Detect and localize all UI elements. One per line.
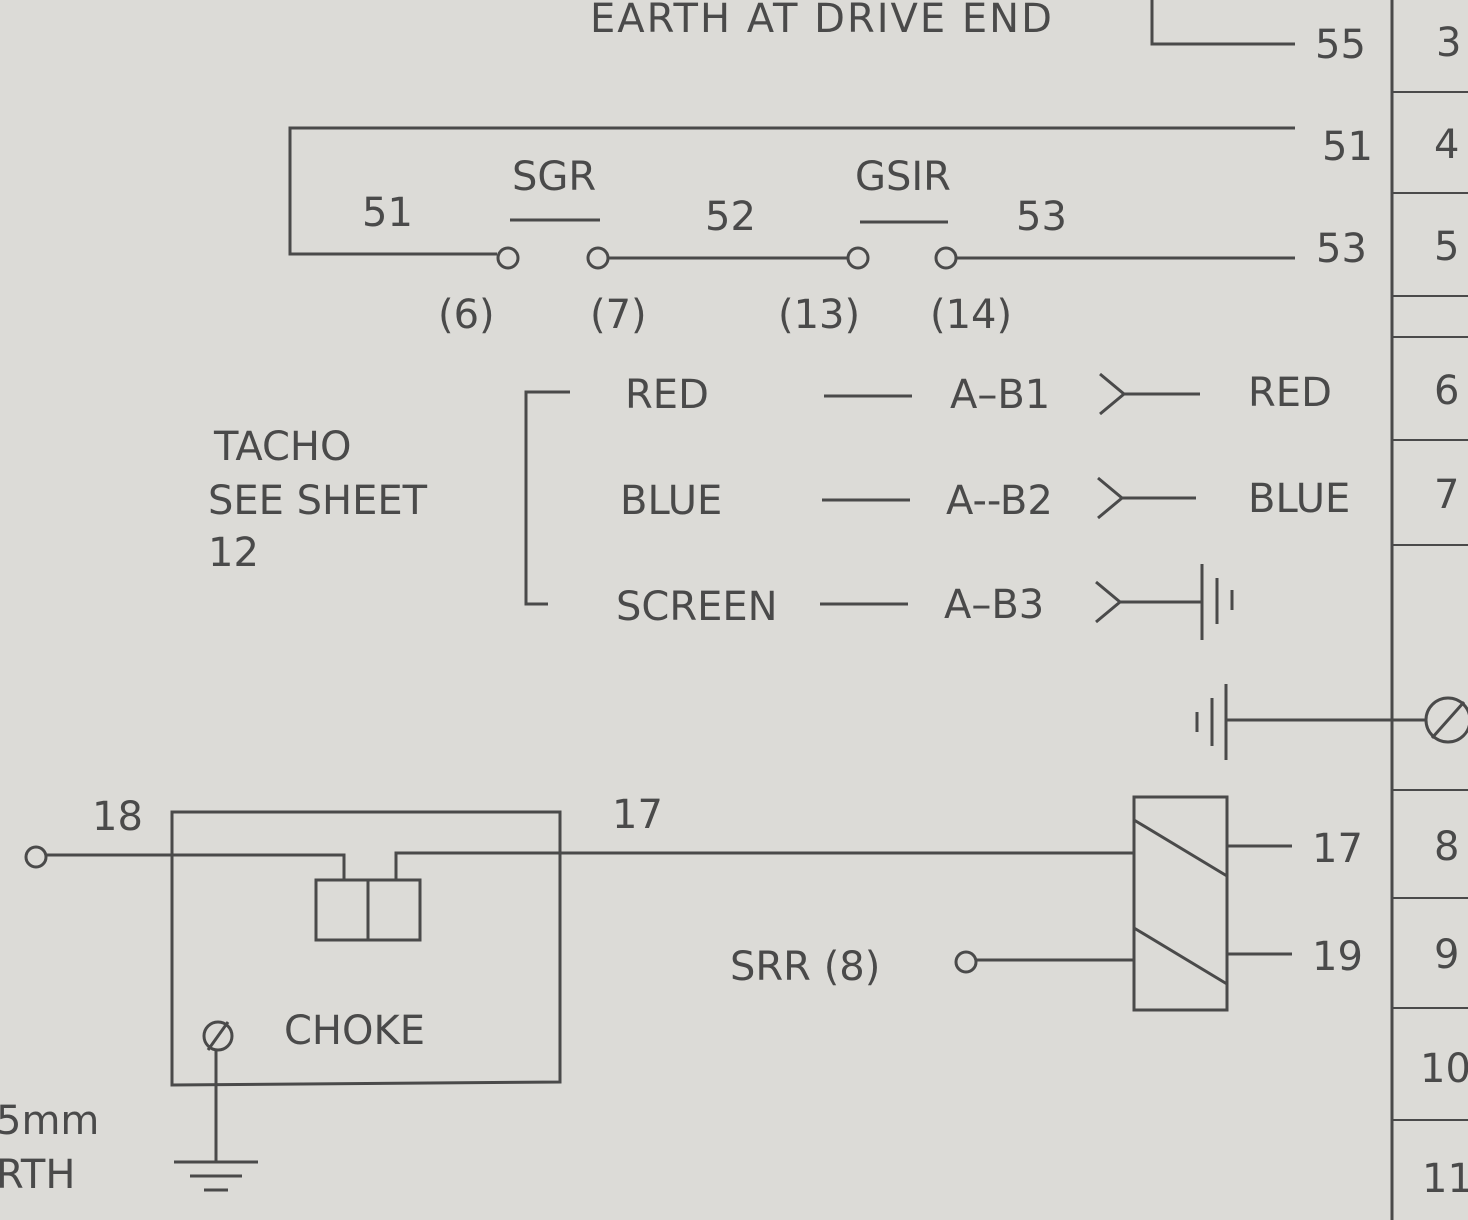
- contact-terminal-13: [846, 246, 870, 270]
- contact-terminal-6: [496, 246, 520, 270]
- wire-55: [1150, 0, 1295, 46]
- wire-51-loop: [288, 126, 1295, 256]
- terminal-3: 3: [1436, 20, 1461, 66]
- terminal-5: 5: [1434, 224, 1459, 270]
- wire-17-right-label: 17: [1312, 826, 1363, 872]
- tacho-red-left: RED: [625, 372, 709, 418]
- wire-19-right-label: 19: [1312, 934, 1363, 980]
- wire-55-label: 55: [1315, 22, 1366, 68]
- choke-enclosure: [170, 810, 562, 1087]
- terminal-7: 7: [1434, 472, 1459, 518]
- sgr-label: SGR: [512, 154, 596, 200]
- pin-13: (13): [778, 292, 860, 338]
- wire-18-label: 18: [92, 794, 143, 840]
- gsir-label: GSIR: [855, 154, 951, 200]
- pin-6: (6): [438, 292, 495, 338]
- pin-14: (14): [930, 292, 1012, 338]
- earth-terminal-icon: [174, 1020, 258, 1192]
- wire-17-label: 17: [612, 792, 663, 838]
- wire-53-right-label: 53: [1316, 226, 1367, 272]
- wire-52-label: 52: [705, 194, 756, 240]
- tacho-red-right: RED: [1248, 370, 1332, 416]
- tacho-bracket: [524, 390, 570, 606]
- plug-a-b3: A–B3: [944, 582, 1044, 628]
- connector-icon: [1097, 476, 1196, 520]
- earth-note-1: 5mm: [0, 1098, 99, 1144]
- terminal-9: 9: [1434, 932, 1459, 978]
- terminal-8: 8: [1434, 824, 1459, 870]
- tacho-blue-left: BLUE: [620, 478, 722, 524]
- pin-7: (7): [590, 292, 647, 338]
- wire-51-label: 51: [362, 190, 413, 236]
- srr-terminal-circle: [954, 950, 978, 974]
- terminal-18-circle: [24, 845, 48, 869]
- earth-at-drive-end-label: EARTH AT DRIVE END: [590, 0, 1054, 42]
- wire-53-label: 53: [1016, 194, 1067, 240]
- choke-coil-icon: [314, 878, 422, 942]
- terminal-strip: 3 4 5 6 7 8 9 10 11: [1390, 0, 1468, 1220]
- tacho-blue-right: BLUE: [1248, 476, 1350, 522]
- terminal-11: 11: [1422, 1156, 1468, 1202]
- connector-icon: [1099, 372, 1200, 416]
- earth-symbol-icon: [1195, 684, 1228, 760]
- choke-label: CHOKE: [284, 1008, 425, 1054]
- tacho-label-3: 12: [208, 530, 259, 576]
- terminal-10: 10: [1420, 1046, 1468, 1092]
- tacho-label-1: TACHO: [213, 424, 351, 470]
- connector-icon: [1095, 580, 1202, 624]
- tacho-screen-left: SCREEN: [616, 584, 778, 630]
- tacho-label-2: SEE SHEET: [208, 478, 428, 524]
- srr-label: SRR (8): [730, 944, 880, 990]
- wire-51-right-label: 51: [1322, 124, 1373, 170]
- earth-symbol-icon: [1200, 564, 1234, 640]
- plug-a-b1: A–B1: [950, 372, 1050, 418]
- relay-coil-icon: [1132, 795, 1229, 1012]
- earth-note-2: RTH: [0, 1152, 75, 1198]
- earth-terminal-icon: [1424, 696, 1468, 744]
- terminal-4: 4: [1434, 122, 1459, 168]
- terminal-6: 6: [1434, 368, 1459, 414]
- plug-a-b2: A--B2: [946, 478, 1053, 524]
